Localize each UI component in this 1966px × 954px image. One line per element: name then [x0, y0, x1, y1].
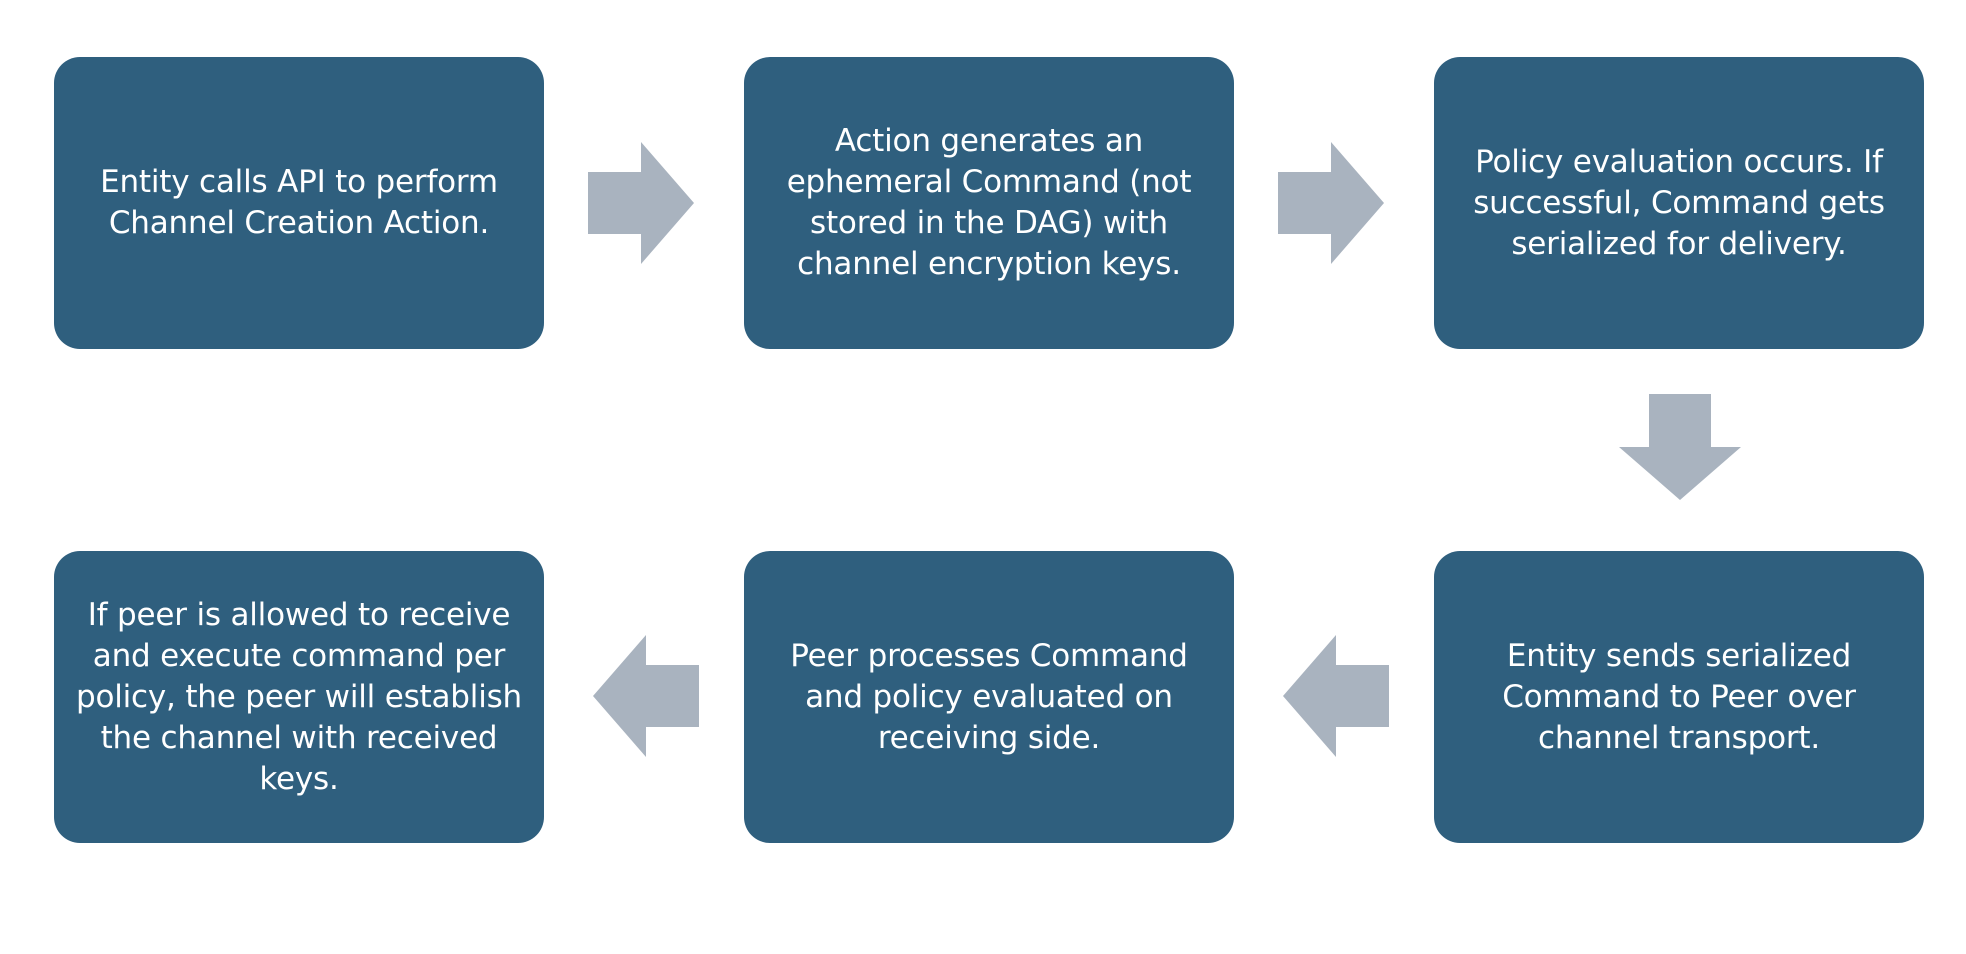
step-6-text: If peer is allowed to receive and execut… [75, 596, 523, 797]
step-1-text: Entity calls API to perform Channel Crea… [100, 164, 498, 241]
arrow-down-icon [1619, 394, 1741, 500]
step-5-text: Peer processes Command and policy evalua… [790, 637, 1188, 756]
step-4-box: Entity sends serialized Command to Peer … [1434, 551, 1924, 843]
step-6-box: If peer is allowed to receive and execut… [54, 551, 544, 843]
step-2-text: Action generates an ephemeral Command (n… [786, 123, 1192, 282]
step-4-text: Entity sends serialized Command to Peer … [1502, 637, 1856, 756]
step-2-box: Action generates an ephemeral Command (n… [744, 57, 1234, 349]
step-5-box: Peer processes Command and policy evalua… [744, 551, 1234, 843]
step-3-box: Policy evaluation occurs. If successful,… [1434, 57, 1924, 349]
arrow-left-icon [1283, 635, 1389, 757]
arrow-right-icon [588, 142, 694, 264]
arrow-left-icon [593, 635, 699, 757]
step-1-box: Entity calls API to perform Channel Crea… [54, 57, 544, 349]
arrow-right-icon [1278, 142, 1384, 264]
step-3-text: Policy evaluation occurs. If successful,… [1473, 143, 1885, 262]
